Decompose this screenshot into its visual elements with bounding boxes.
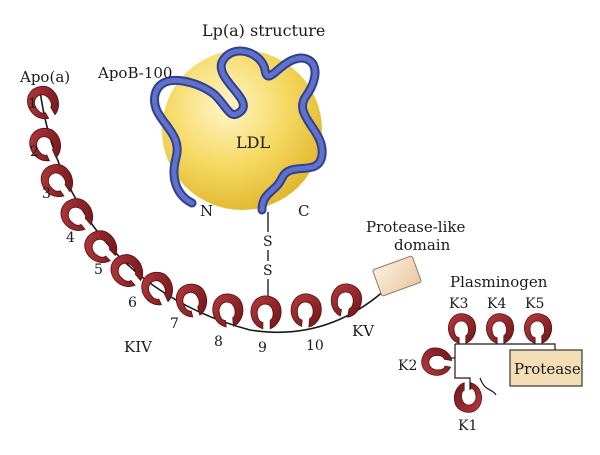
plasminogen-title: Plasminogen bbox=[450, 273, 548, 291]
apoa-kringle-1 bbox=[27, 85, 60, 120]
kringle-number-4: 4 bbox=[66, 230, 75, 246]
apoa-label: Apo(a) bbox=[19, 68, 70, 86]
kringle-number-3: 3 bbox=[42, 186, 51, 202]
plasminogen-kringle-k5 bbox=[524, 313, 553, 344]
plasminogen-kringle-k1 bbox=[453, 382, 482, 413]
kv-label: KV bbox=[352, 322, 375, 340]
plasminogen-kringles bbox=[421, 313, 553, 413]
kringle-number-6: 6 bbox=[128, 295, 137, 311]
kringle-number-labels: 1 2 3 4 5 6 7 8 9 10 bbox=[28, 96, 324, 356]
kringle-number-10: 10 bbox=[306, 338, 324, 354]
apob-label: ApoB-100 bbox=[97, 64, 172, 82]
apoa-kringle-10 bbox=[250, 295, 282, 330]
apoa-kringle-2 bbox=[29, 127, 61, 162]
kringle-number-8: 8 bbox=[214, 334, 223, 350]
kringle-number-9: 9 bbox=[258, 340, 267, 356]
kringle-number-1: 1 bbox=[28, 96, 37, 112]
plasminogen-protease-box bbox=[509, 349, 583, 387]
diagram-title: Lp(a) structure bbox=[202, 21, 325, 40]
apoa-kringle-11 bbox=[290, 293, 322, 328]
apoa-kringle-12 bbox=[330, 283, 362, 318]
plasminogen-k2-label: K2 bbox=[398, 358, 417, 374]
protease-like-domain bbox=[372, 255, 422, 297]
apoa-kringle-9 bbox=[212, 293, 244, 328]
kringle-number-7: 7 bbox=[170, 316, 179, 332]
kringle-number-2: 2 bbox=[30, 144, 39, 160]
kringle-number-5: 5 bbox=[94, 262, 103, 278]
apoa-kringle-8 bbox=[175, 283, 208, 318]
plasminogen-kringle-k3 bbox=[448, 313, 477, 344]
sulfur-label-upper: S bbox=[263, 234, 273, 250]
plasminogen-k1-label: K1 bbox=[458, 418, 477, 434]
protease-like-label-line2: domain bbox=[394, 236, 451, 254]
apoa-kringle-7 bbox=[141, 271, 173, 306]
apoa-kringle-6 bbox=[110, 254, 144, 287]
ldl-label: LDL bbox=[236, 133, 270, 152]
apoa-kringle-4 bbox=[60, 198, 94, 231]
protease-like-label-line1: Protease-like bbox=[366, 218, 465, 236]
plasminogen-k4-label: K4 bbox=[487, 296, 506, 312]
ldl-particle bbox=[162, 50, 322, 210]
plasminogen-protease-label: Protease bbox=[514, 360, 581, 378]
c-terminus-label: C bbox=[298, 202, 309, 220]
n-terminus-label: N bbox=[200, 202, 213, 220]
apob-strand-highlight bbox=[152, 48, 325, 213]
apoa-kringle-3 bbox=[40, 164, 73, 198]
plasminogen-k5-label: K5 bbox=[525, 296, 544, 312]
plasminogen-kringle-k4 bbox=[486, 313, 515, 344]
kiv-label: KIV bbox=[124, 338, 153, 356]
sulfur-label-lower: S bbox=[263, 263, 273, 279]
apoa-kringle-5 bbox=[84, 230, 118, 263]
plasminogen-k3-label: K3 bbox=[449, 296, 468, 312]
apoa-kringles bbox=[27, 85, 362, 330]
plasminogen-kringle-k2 bbox=[421, 347, 453, 376]
